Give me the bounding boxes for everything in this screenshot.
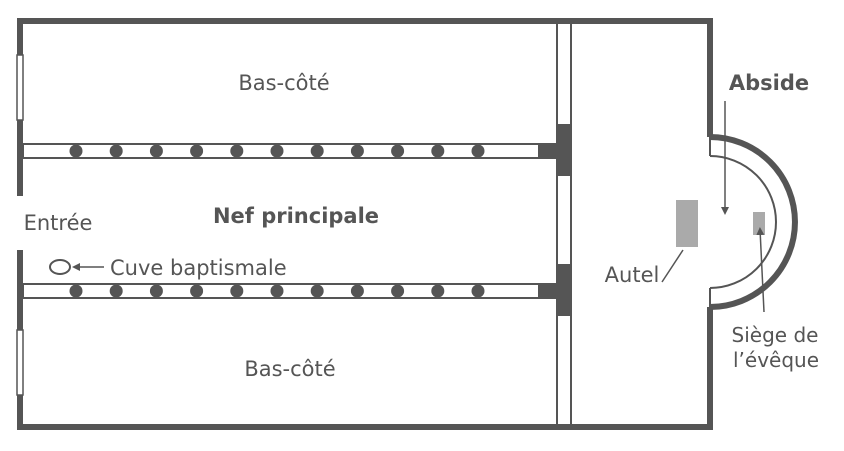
column bbox=[471, 284, 485, 298]
column bbox=[350, 144, 364, 158]
outer-walls bbox=[17, 18, 713, 430]
apse-outer-wall bbox=[709, 134, 798, 310]
column bbox=[230, 284, 244, 298]
label-entrance: Entrée bbox=[24, 211, 93, 235]
window-south bbox=[16, 329, 24, 396]
label-apse: Abside bbox=[729, 71, 809, 95]
chancel-divider bbox=[556, 21, 572, 427]
bishop-seat bbox=[753, 212, 765, 235]
north-pier bbox=[557, 124, 571, 176]
column bbox=[270, 284, 284, 298]
column bbox=[270, 144, 284, 158]
column bbox=[69, 144, 83, 158]
column bbox=[431, 284, 445, 298]
column bbox=[109, 284, 123, 298]
column bbox=[149, 284, 163, 298]
label-altar: Autel bbox=[605, 263, 660, 287]
label-bishop-seat-line2: l’évêque bbox=[733, 348, 819, 372]
baptismal-font bbox=[49, 259, 71, 275]
bishop-arrow bbox=[756, 227, 765, 313]
north-respond bbox=[538, 144, 557, 158]
west-windows bbox=[16, 54, 24, 396]
column bbox=[310, 144, 324, 158]
south-columns bbox=[69, 284, 485, 298]
column bbox=[190, 144, 204, 158]
label-bishop-seat-line1: Siège de bbox=[732, 323, 819, 347]
label-aisle-bottom: Bas-côté bbox=[244, 357, 335, 381]
piers bbox=[538, 124, 571, 316]
column bbox=[431, 144, 445, 158]
column bbox=[69, 284, 83, 298]
south-pier bbox=[557, 264, 571, 316]
column bbox=[230, 144, 244, 158]
column bbox=[109, 144, 123, 158]
label-nave: Nef principale bbox=[213, 204, 379, 228]
label-aisle-top: Bas-côté bbox=[238, 71, 329, 95]
column bbox=[391, 144, 405, 158]
altar-pointer bbox=[661, 249, 684, 283]
window-north bbox=[16, 54, 24, 121]
column bbox=[310, 284, 324, 298]
column bbox=[391, 284, 405, 298]
apse bbox=[709, 134, 798, 310]
column bbox=[471, 144, 485, 158]
altar bbox=[676, 200, 698, 247]
south-respond bbox=[538, 284, 557, 298]
column bbox=[350, 284, 364, 298]
label-baptismal-font: Cuve baptismale bbox=[110, 256, 287, 280]
north-columns bbox=[69, 144, 485, 158]
column bbox=[149, 144, 163, 158]
apse-inner-line bbox=[709, 155, 777, 289]
column bbox=[190, 284, 204, 298]
annotation-arrows bbox=[72, 101, 765, 313]
